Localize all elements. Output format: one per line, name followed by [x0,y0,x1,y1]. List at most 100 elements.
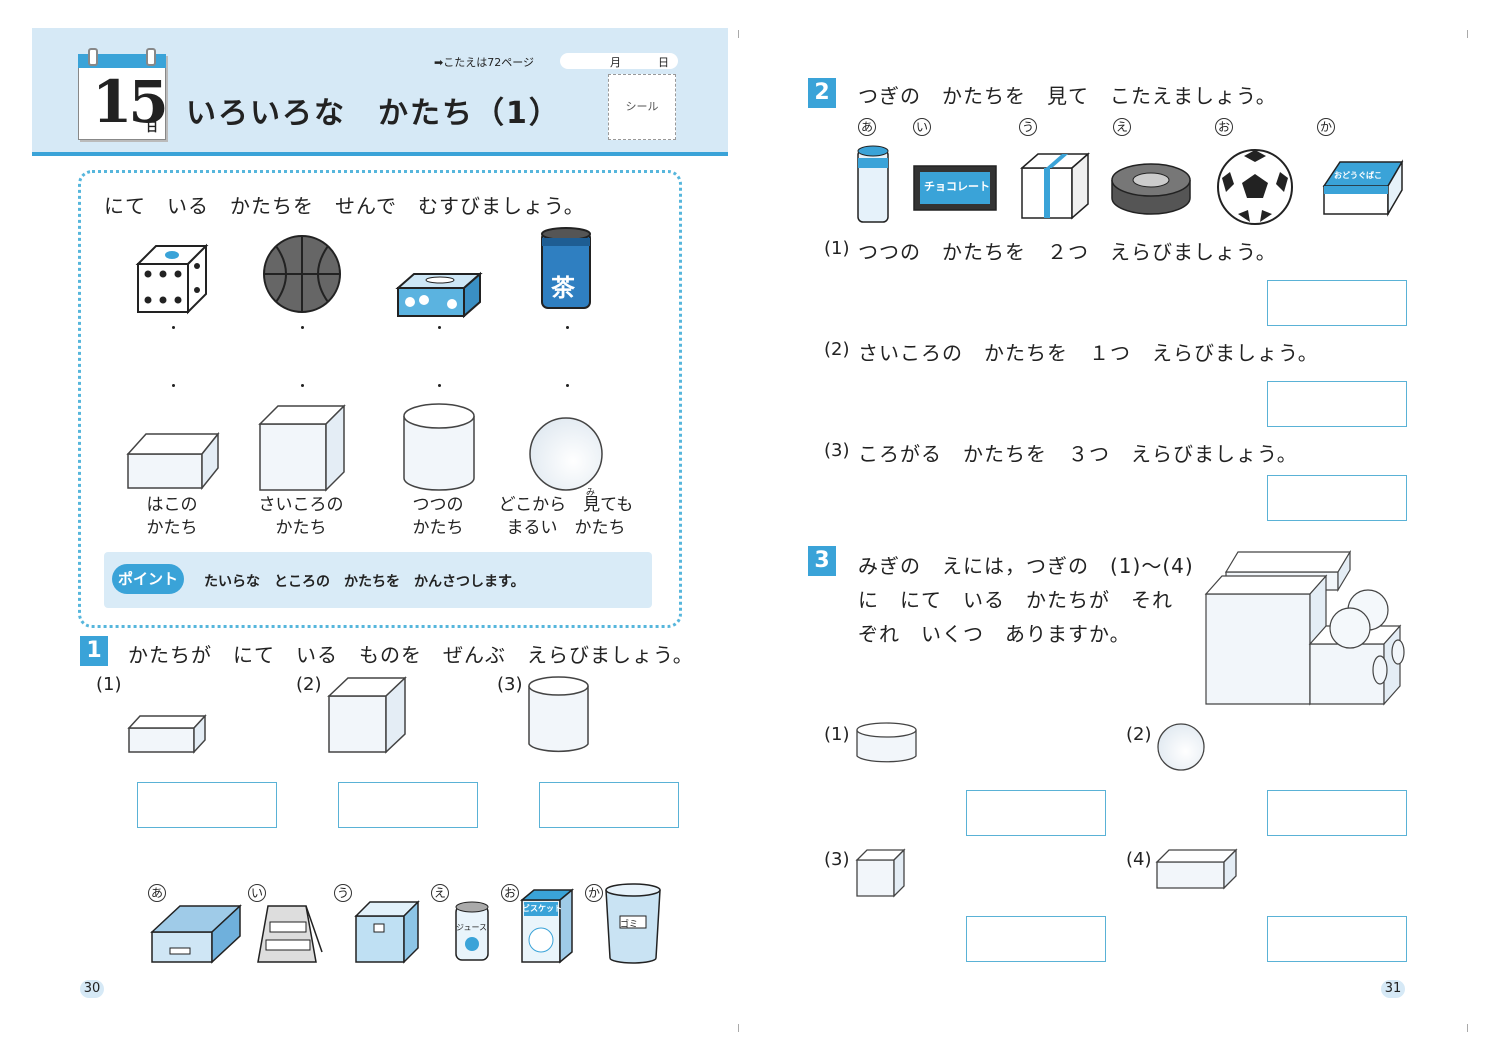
match-dot[interactable] [172,384,175,387]
cylinder-shape-icon [856,722,917,763]
question-number: 1 [80,636,108,666]
sub-question-text: つつの かたちを ２つ えらびましょう。 [858,240,1277,264]
shape-label-line: かたち [412,518,464,538]
shape-label-box: はこの かたち [122,494,222,540]
point-badge: ポイント [112,564,184,594]
sub-question-text: さいころの かたちを １つ えらびましょう。 [858,341,1319,365]
answer-box[interactable] [539,782,679,828]
answer-box[interactable] [966,916,1106,962]
page-number: 30 [80,980,104,998]
trash-label: ゴミ [620,920,639,930]
shape-label-line: はこの [146,495,198,515]
item-label: お [501,884,519,902]
day-label: 日 [658,56,669,69]
gift-box-icon [1020,152,1090,220]
calendar-ring-icon [88,48,98,66]
point-box [104,552,652,608]
answer-reference: ➡こたえは72ページ [434,56,534,69]
shape-label-line: つつの [412,495,464,515]
day-number: 15 [92,68,169,136]
furigana: み [586,488,596,498]
sphere-shape-icon [529,417,603,491]
answer-box[interactable] [137,782,277,828]
point-text: たいらな ところの かたちを かんさつします。 [204,574,525,590]
item-label: う [1019,118,1037,136]
shape-label-line: どこから 見ても [498,495,634,515]
chocolate-bar-icon [913,165,997,211]
question-text: かたちが にて いる ものを ぜんぶ えらびましょう。 [128,643,694,667]
shape-label-sphere: どこから 見ても まるい かたち [496,494,636,540]
shape-label-line: かたち [146,518,198,538]
date-field[interactable]: 月 日 [560,53,678,69]
biscuit-label: ビスケット [522,904,562,913]
match-dot[interactable] [172,326,175,329]
box-shape-icon [127,714,207,754]
tire-icon [1111,163,1191,215]
part-label: (4) [1126,849,1152,870]
part-label: (2) [296,674,322,695]
fold-mark [738,30,739,38]
part-label: (2) [1126,724,1152,745]
question-text-line: ぞれ いくつ ありますか。 [858,622,1131,646]
part-label: (3) [497,674,523,695]
tea-can-label: 茶 [551,274,575,302]
match-dot[interactable] [566,326,569,329]
page-number: 31 [1381,980,1405,998]
question-text-line: に にて いる かたちが それ [858,588,1173,612]
question-number: 2 [808,78,836,108]
part-label: (1) [824,724,850,745]
item-label: お [1215,118,1233,136]
match-dot[interactable] [566,384,569,387]
item-label: い [913,118,931,136]
answer-box[interactable] [1267,381,1407,427]
answer-box[interactable] [1267,475,1407,521]
part-label: (3) [824,440,850,461]
treasure-box-icon [354,900,420,964]
shape-label-line: まるい かたち [506,518,626,538]
trash-can-icon [605,883,661,964]
question-text-line: みぎの えには，つぎの (1)〜(4) [858,554,1194,578]
shape-label-cylinder: つつの かたち [388,494,488,540]
calendar-icon [78,54,166,140]
part-label: (3) [824,849,850,870]
item-label: い [248,884,266,902]
cylinder-shape-icon [403,403,475,491]
answer-box[interactable] [1267,916,1407,962]
answer-box[interactable] [1267,790,1407,836]
answer-box[interactable] [966,790,1106,836]
answer-box[interactable] [338,782,478,828]
sphere-shape-icon [1157,723,1205,771]
answer-box[interactable] [1267,280,1407,326]
fold-mark [1467,30,1468,38]
day-unit: 日 [146,120,159,134]
match-dot[interactable] [301,384,304,387]
item-label: か [1317,118,1335,136]
matching-instruction: にて いる かたちを せんで むすびましょう。 [104,194,585,218]
item-label: か [585,884,603,902]
month-label: 月 [610,56,621,69]
biscuit-box-icon [519,888,575,964]
sub-question-text: ころがる かたちを ３つ えらびましょう。 [858,442,1298,466]
juice-label: ジュース [456,923,488,932]
match-dot[interactable] [301,326,304,329]
chocolate-label: チョコレート [924,180,990,193]
match-dot[interactable] [438,384,441,387]
chip-can-icon [857,145,889,223]
sticker-box[interactable]: シール [608,74,676,140]
item-label: え [1113,118,1131,136]
item-label: う [334,884,352,902]
juice-can-icon [455,901,489,961]
fold-mark [1467,1024,1468,1032]
question-text: つぎの かたちを 見て こたえましょう。 [858,84,1277,108]
pencil-case-icon [150,904,242,964]
item-label: え [431,884,449,902]
soccer-ball-icon [1217,149,1293,225]
dice-icon [135,243,209,315]
question-number: 3 [808,546,836,576]
tissue-box-icon [395,271,483,319]
cube-shape-icon [327,676,407,754]
calendar-top-bar [78,54,166,68]
match-dot[interactable] [438,326,441,329]
shape-label-cube: さいころの かたち [246,494,356,540]
tool-box-icon [1322,159,1404,217]
